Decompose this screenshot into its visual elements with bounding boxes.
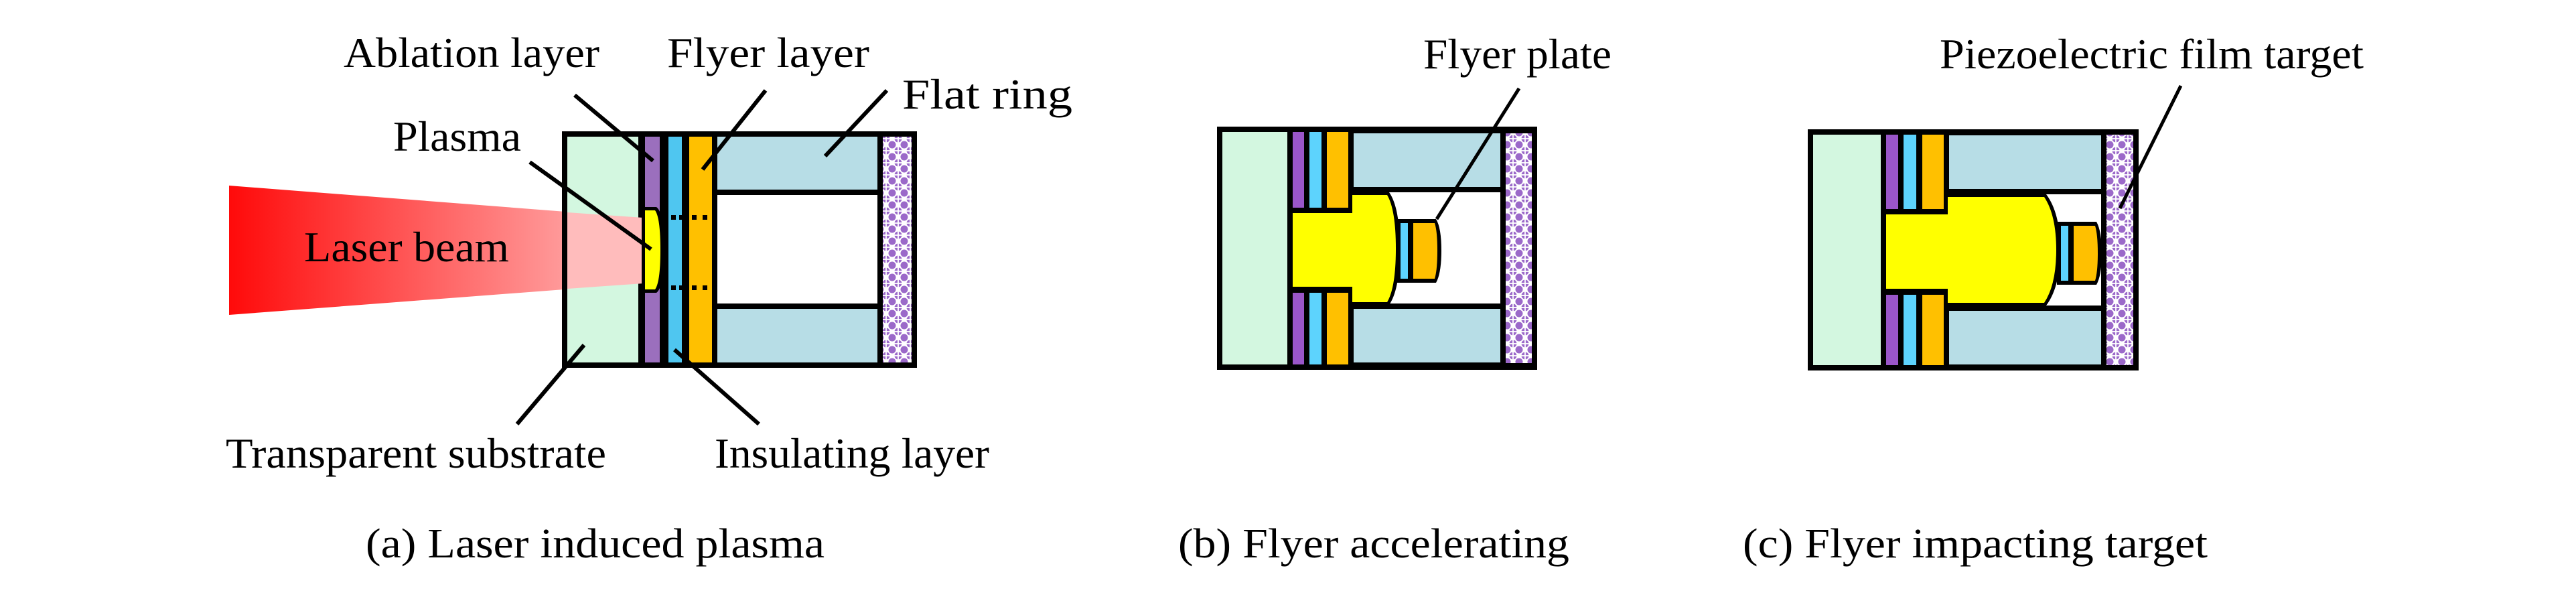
label-flat-ring: Flat ring (902, 70, 1072, 118)
ablation-layer-upper (1293, 132, 1304, 208)
flat-ring-upper (1354, 133, 1500, 187)
insulating-layer-upper (1309, 132, 1321, 208)
plasma-body-fill (1352, 195, 1396, 302)
insulating-layer (668, 137, 682, 362)
laser-beam (229, 186, 644, 315)
leader-flyer-layer (701, 89, 768, 171)
flat-ring-lower (1354, 309, 1500, 362)
flyer-layer (689, 137, 712, 362)
flat-ring-upper (1949, 135, 2101, 189)
ablation-layer-upper (1886, 135, 1898, 209)
label-transparent-substrate: Transparent substrate (226, 429, 606, 477)
insulating-layer-lower (1904, 295, 1916, 365)
plasma-fill (645, 210, 660, 289)
caption-c: (c) Flyer impacting target (1743, 521, 2208, 567)
piezo-target (2106, 135, 2133, 365)
plasma-stem (1886, 214, 1953, 289)
flyer-layer-lower (1327, 293, 1348, 364)
laser-beam-inside (567, 212, 644, 289)
piezo-target (883, 137, 912, 362)
label-plasma: Plasma (393, 113, 521, 160)
cut-line-lower (671, 285, 717, 290)
flyer-plate-flyer (2074, 226, 2098, 281)
panel-c: Piezoelectric film target (c) Flyer impa… (1743, 30, 2364, 567)
label-flyer-plate: Flyer plate (1423, 30, 1612, 78)
label-piezo-target: Piezoelectric film target (1940, 30, 2364, 78)
leader-ablation (573, 93, 654, 163)
flyer-layer-upper (1922, 135, 1944, 209)
flyer-plate-insulating (2061, 226, 2068, 281)
label-insulating-layer: Insulating layer (715, 429, 989, 477)
leader-flyer-plate (1435, 87, 1521, 220)
flyer-layer-upper (1327, 132, 1348, 208)
label-laser-beam: Laser beam (304, 223, 509, 271)
plasma-body-fill (1948, 197, 2056, 303)
transparent-substrate (1813, 135, 1881, 365)
label-flyer-layer: Flyer layer (667, 29, 869, 76)
flat-ring-lower (717, 309, 877, 362)
piezo-target (1506, 133, 1532, 363)
label-ablation-layer: Ablation layer (344, 29, 599, 76)
flat-ring-upper (717, 137, 877, 190)
insulating-layer-lower (1309, 293, 1321, 364)
flat-ring-lower (1949, 311, 2101, 364)
leader-flat-ring (823, 88, 889, 158)
ring-hole (717, 195, 877, 303)
ablation-layer-lower (1293, 293, 1304, 364)
plasma-stem (1293, 213, 1356, 287)
leader-plasma (528, 160, 652, 251)
leader-piezo-target (2118, 84, 2183, 210)
transparent-substrate (1222, 132, 1287, 364)
cut-line-upper (671, 215, 717, 220)
insulating-layer-upper (1904, 135, 1916, 209)
panel-b: Flyer plate (b) Flyer accelerating (1178, 30, 1612, 567)
panel-a: Ablation layer Flyer layer Flat ring Pla… (226, 29, 1072, 567)
flyer-plate-insulating (1401, 223, 1408, 279)
flyer-layer-lower (1922, 295, 1944, 365)
ablation-layer-lower (1886, 295, 1898, 365)
leader-substrate (515, 344, 586, 425)
caption-a: (a) Laser induced plasma (366, 521, 825, 567)
leader-insulating (673, 348, 760, 426)
caption-b: (b) Flyer accelerating (1178, 521, 1569, 567)
flyer-plate-flyer (1413, 223, 1437, 279)
